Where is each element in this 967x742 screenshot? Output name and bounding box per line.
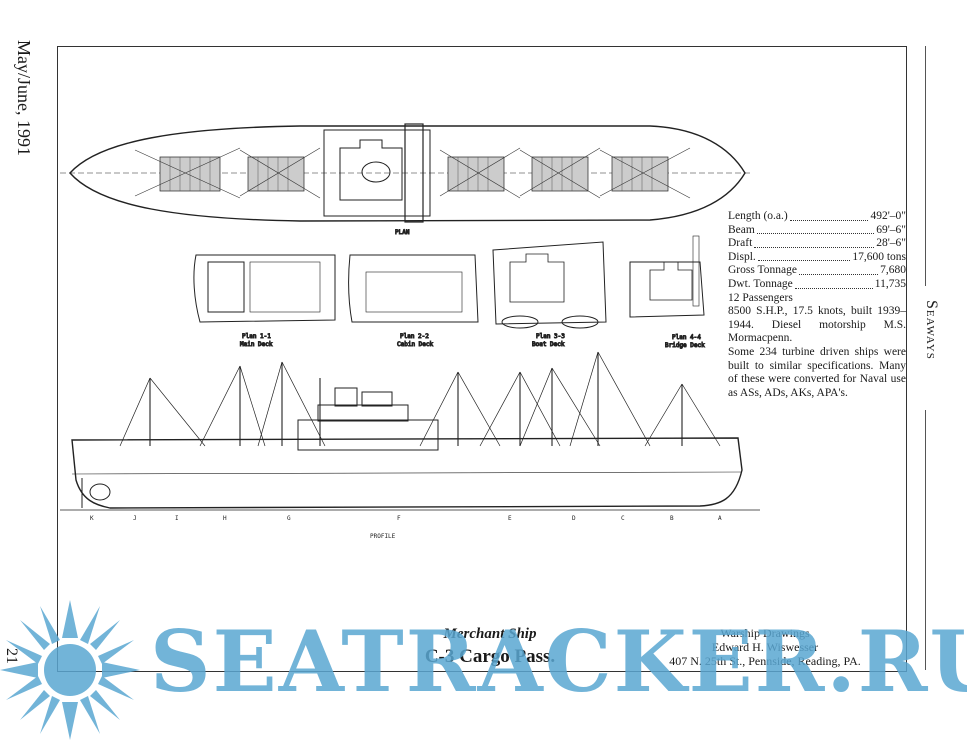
spec-label: Length (o.a.) (728, 210, 788, 222)
spec-row: Draft 28'–6" (728, 237, 906, 251)
spec-value: 11,735 (874, 277, 906, 290)
station-i: I (175, 515, 179, 522)
ship-name: C-3 Cargo Pass. (424, 646, 556, 667)
spec-label: Displ. (728, 250, 756, 263)
plan-view: PLAN (60, 123, 752, 237)
plan-1-deck: Main Deck (240, 341, 273, 348)
credit-line-2: Edward H. Wiswesser (711, 640, 819, 654)
station-g: G (287, 515, 291, 522)
profile-booms (119, 351, 721, 447)
station-k: K (90, 515, 94, 522)
spec-paragraph-2: Some 234 turbine driven ships were built… (728, 345, 906, 399)
deck-plan-3: Plan 3-3 Boat Deck (492, 241, 607, 349)
side-rule-bottom (925, 410, 926, 670)
station-f: F (397, 515, 401, 522)
spec-value: 7,680 (880, 264, 906, 277)
profile-rudder-prop (81, 478, 111, 508)
deck-plan-4: Plan 4-4 Bridge Deck (629, 235, 706, 350)
spec-paragraph-1: 8500 S.H.P., 17.5 knots, built 1939–1944… (728, 305, 906, 345)
plan-4-title: Plan 4-4 (672, 334, 701, 341)
station-h: H (223, 515, 227, 522)
credit: Warship Drawings Edward H. Wiswesser 407… (640, 626, 890, 668)
spec-row: Gross Tonnage 7,680 (728, 264, 906, 278)
profile-superstructure (297, 387, 439, 451)
spec-row: Length (o.a.) 492'–0" (728, 210, 906, 224)
station-j: J (133, 515, 137, 522)
station-b: B (670, 515, 674, 522)
plan-4-deck: Bridge Deck (665, 342, 705, 349)
spec-label: Beam (728, 223, 755, 236)
plan-superstructure (323, 123, 431, 223)
deck-plan-1: Plan 1-1 Main Deck (193, 254, 336, 349)
spec-label: Gross Tonnage (728, 264, 797, 277)
watermark: SEATRACKER.RU (150, 612, 967, 711)
profile-masts (149, 352, 683, 446)
credit-line-1: Warship Drawings (720, 626, 810, 640)
specifications: Length (o.a.) 492'–0" Beam 69'–6" Draft 28'… (728, 210, 906, 400)
spec-row: Beam 69'–6" (728, 224, 906, 238)
plan-3-title: Plan 3-3 (536, 333, 565, 340)
plan-1-title: Plan 1-1 (242, 333, 271, 340)
drawing-frame (57, 46, 907, 672)
plan-hatches (159, 156, 669, 192)
profile-view (60, 351, 760, 511)
station-c: C (621, 515, 625, 522)
plan-label: PLAN (395, 229, 410, 236)
station-e: E (508, 515, 512, 522)
sun-logo-icon (0, 600, 140, 740)
passengers: 12 Passengers (728, 291, 793, 304)
station-labels: K J I H G F E D C B A (90, 515, 722, 522)
side-rule-top (925, 46, 926, 286)
ship-type: Merchant Ship (443, 626, 537, 642)
spec-label: Dwt. Tonnage (728, 277, 793, 290)
plan-2-deck: Cabin Deck (397, 341, 434, 348)
station-a: A (718, 515, 722, 522)
spec-value: 28'–6" (876, 237, 906, 250)
spec-value: 69'–6" (876, 223, 906, 236)
spec-value: 492'–0" (870, 210, 906, 222)
spec-value: 17,600 tons (852, 250, 906, 263)
credit-line-3: 407 N. 25th St., Pennside, Reading, PA. (669, 654, 861, 668)
plan-2-title: Plan 2-2 (400, 333, 429, 340)
plan-3-deck: Boat Deck (532, 341, 565, 348)
deck-plans: Plan 1-1 Main Deck Plan 2-2 Cabin Deck P… (193, 235, 706, 350)
deck-plan-2: Plan 2-2 Cabin Deck (348, 254, 479, 349)
spec-row: Dwt. Tonnage 11,735 (728, 278, 906, 292)
station-d: D (572, 515, 576, 522)
spec-row: Displ. 17,600 tons (728, 251, 906, 265)
profile-label: PROFILE (370, 533, 396, 540)
spec-label: Draft (728, 237, 753, 250)
